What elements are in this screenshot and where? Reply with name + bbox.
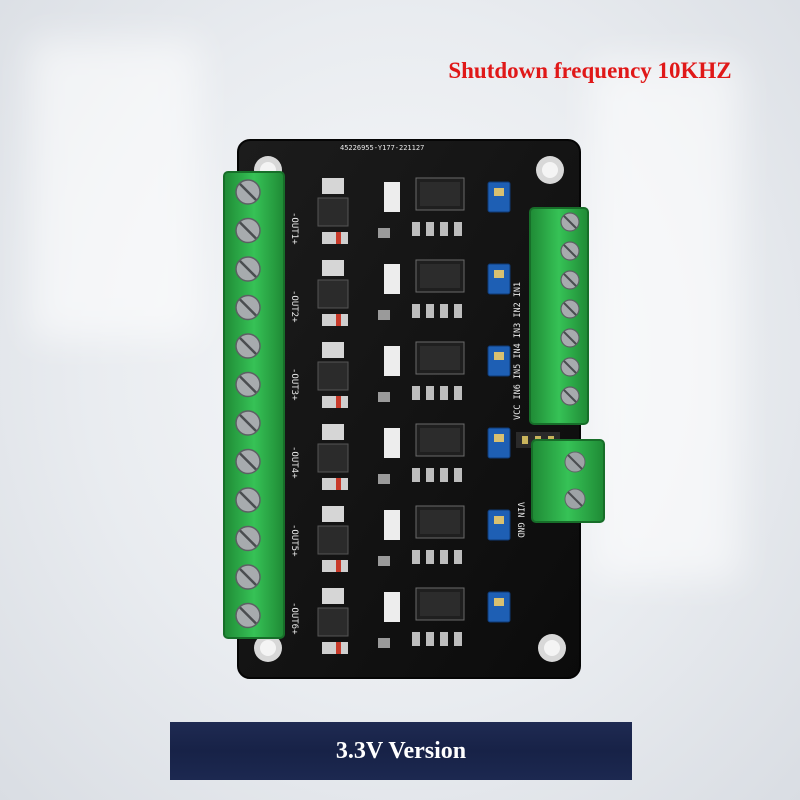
output-label-1: -OUT1+ [289, 212, 299, 245]
power-label: VIN GND [515, 502, 525, 538]
output-label-2: -OUT2+ [289, 290, 299, 323]
version-banner-text: 3.3V Version [335, 737, 467, 764]
output-label-5: -OUT5+ [289, 524, 299, 557]
version-banner: 3.3V Version [170, 722, 632, 780]
background-highlight [30, 40, 200, 340]
channel-components [317, 177, 511, 654]
background-highlight [590, 60, 740, 580]
output-terminal-block [223, 171, 285, 639]
output-labels: -OUT1+ -OUT2+ -OUT3+ -OUT4+ -OUT5+ -OUT6+ [289, 212, 299, 635]
power-terminal-block [531, 439, 605, 523]
output-label-6: -OUT6+ [289, 602, 299, 635]
output-label-3: -OUT3+ [289, 368, 299, 401]
headline-text: Shutdown frequency 10KHZ [448, 58, 732, 83]
board-serial: 45226955-Y177-221127 [340, 144, 424, 152]
output-label-4: -OUT4+ [289, 446, 299, 479]
input-terminal-screws [560, 212, 580, 406]
input-label: VCC IN6 IN5 IN4 IN3 IN2 IN1 [513, 282, 523, 420]
output-terminal-screws [235, 179, 261, 629]
input-terminal-block [529, 207, 589, 425]
